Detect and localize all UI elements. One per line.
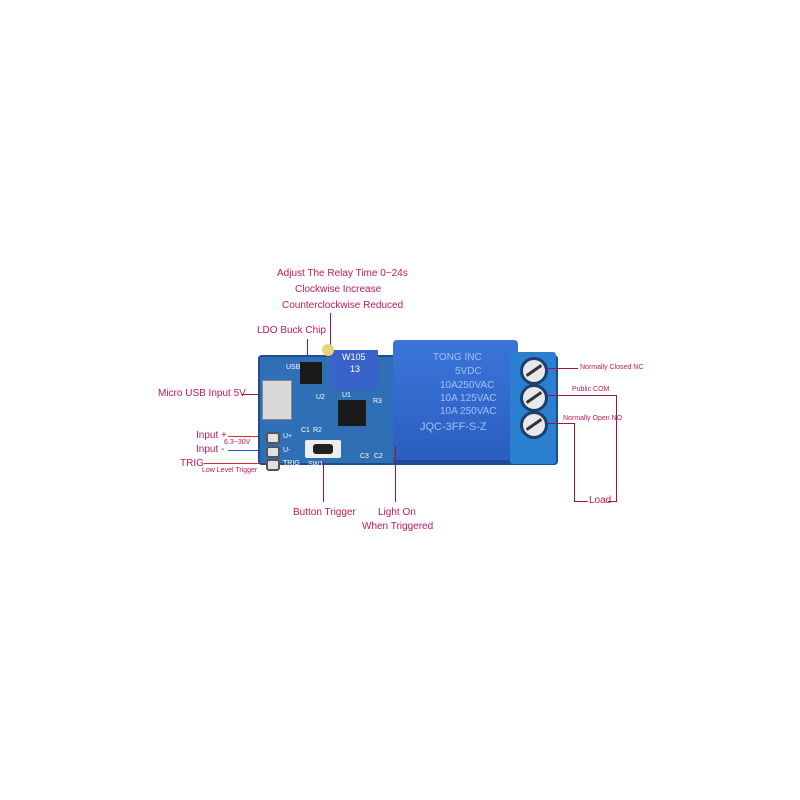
- trigger-push-button[interactable]: [305, 440, 341, 458]
- no-pointer-line: [548, 423, 574, 424]
- counterclockwise-label: Counterclockwise Reduced: [282, 300, 404, 311]
- when-triggered-label: When Triggered: [362, 521, 434, 532]
- com-vertical-line: [616, 395, 617, 501]
- load-label: Load: [589, 495, 612, 506]
- button-trigger-label: Button Trigger: [293, 507, 356, 518]
- silk-c1: C1: [301, 427, 310, 434]
- relay-coil: 5VDC: [455, 366, 482, 377]
- relay-brand: TONG INC: [433, 352, 482, 363]
- normally-closed-label: Normally Closed NC: [580, 364, 644, 371]
- silk-c3: C3: [360, 453, 369, 460]
- input-plus-line: [228, 436, 266, 437]
- ldo-pointer-line: [307, 339, 308, 363]
- potentiometer[interactable]: [330, 350, 378, 390]
- ldo-chip: [300, 362, 322, 384]
- ic-u1: [338, 400, 366, 426]
- screw-com[interactable]: [520, 384, 548, 412]
- relay-model: JQC-3FF-S-Z: [420, 421, 487, 433]
- input-plus-label: Input +: [196, 430, 227, 441]
- no-vertical-line: [574, 423, 575, 501]
- relay-rating2: 10A 125VAC: [440, 393, 497, 404]
- silk-trig: TRIG: [283, 460, 300, 467]
- pin-u-minus: [266, 446, 280, 458]
- pot-label-13: 13: [350, 364, 361, 374]
- silk-usb: USB: [286, 364, 301, 371]
- micro-usb-port: [262, 380, 292, 420]
- screw-nc[interactable]: [520, 357, 548, 385]
- silk-u-plus: U+: [283, 433, 293, 440]
- com-pointer-line: [548, 395, 616, 396]
- silk-c2: C2: [374, 453, 383, 460]
- pot-label-w105: W105: [342, 352, 366, 362]
- silk-sw1: SW1: [308, 461, 324, 468]
- adjust-time-label: Adjust The Relay Time 0~24s: [277, 268, 408, 279]
- silk-u1: U1: [342, 392, 351, 399]
- low-level-trigger-label: Low Level Trigger: [202, 467, 258, 474]
- light-on-label: Light On: [378, 507, 416, 518]
- silk-u2: U2: [316, 394, 325, 401]
- silk-u-minus: U-: [283, 447, 291, 454]
- usb-pointer-line: [242, 394, 262, 395]
- screw-no[interactable]: [520, 411, 548, 439]
- pin-u-plus: [266, 432, 280, 444]
- public-com-label: Public COM: [572, 386, 610, 393]
- nc-pointer-line: [548, 368, 578, 369]
- voltage-range-label: 6.3~30V: [224, 439, 251, 446]
- silk-r2: R2: [313, 427, 322, 434]
- input-minus-label: Input -: [196, 444, 225, 455]
- adjust-pointer-line: [330, 313, 331, 349]
- ldo-label: LDO Buck Chip: [257, 325, 326, 336]
- usb-label: Micro USB Input 5V: [158, 388, 246, 399]
- pot-adjust-screw[interactable]: [322, 344, 334, 356]
- normally-open-label: Normally Open NO: [563, 415, 623, 422]
- load-right-line: [608, 501, 617, 502]
- light-pointer-line: [395, 446, 396, 502]
- trig-line: [204, 463, 266, 464]
- pin-trig: [266, 459, 280, 471]
- button-pointer-line: [323, 462, 324, 502]
- silk-r3: R3: [373, 398, 382, 405]
- relay-rating1: 10A250VAC: [440, 380, 495, 391]
- relay-rating3: 10A 250VAC: [440, 406, 497, 417]
- clockwise-label: Clockwise Increase: [295, 284, 382, 295]
- input-minus-line: [228, 450, 266, 451]
- load-left-line: [574, 501, 588, 502]
- trig-label: TRIG: [180, 458, 204, 469]
- relay: [393, 340, 518, 460]
